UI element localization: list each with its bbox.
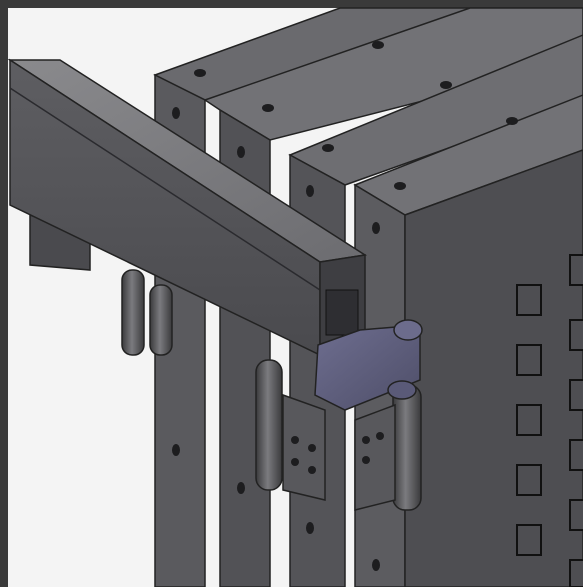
vent-slot xyxy=(516,464,542,496)
side-hole xyxy=(306,522,314,534)
hinge-pin xyxy=(392,384,422,511)
screw-hole xyxy=(372,41,384,49)
hinge-leaf-right xyxy=(354,403,396,511)
front-panel-face xyxy=(404,149,583,587)
hinge-leaf-left xyxy=(282,393,326,501)
vent-slot xyxy=(569,379,583,411)
top-border xyxy=(0,0,583,8)
vent-slot xyxy=(516,344,542,376)
vent-slot xyxy=(569,439,583,471)
screw-hole xyxy=(394,182,406,190)
hinge-leaf-left-holes xyxy=(291,436,316,474)
side-hole xyxy=(237,146,245,158)
screw-hole xyxy=(322,144,334,152)
hinge-knuckle xyxy=(393,319,423,341)
vent-slot xyxy=(569,254,583,286)
hinge-pin xyxy=(255,359,283,491)
screw-hole xyxy=(262,104,274,112)
hinge-pin xyxy=(121,269,145,356)
side-hole xyxy=(237,482,245,494)
screw-hole xyxy=(194,69,206,77)
beam-end-channel xyxy=(325,289,359,336)
leaf-hole xyxy=(376,432,384,440)
leaf-hole xyxy=(362,436,370,444)
vent-slot xyxy=(516,284,542,316)
side-hole xyxy=(172,107,180,119)
screw-hole xyxy=(440,81,452,89)
beam-edge-line xyxy=(9,87,321,291)
side-hole xyxy=(372,559,380,571)
hinge-leaf-right-holes xyxy=(362,432,384,464)
hinge-pins xyxy=(121,269,422,511)
top-screw-holes xyxy=(194,41,518,190)
leaf-hole xyxy=(308,444,316,452)
side-hole xyxy=(372,222,380,234)
leaf-hole xyxy=(362,456,370,464)
vent-slot xyxy=(516,524,542,556)
leaf-hole xyxy=(291,436,299,444)
leaf-hole xyxy=(291,458,299,466)
vent-slot xyxy=(569,499,583,531)
side-hole xyxy=(306,185,314,197)
ventilation-slots xyxy=(516,254,583,587)
left-border xyxy=(0,0,8,587)
vent-slot xyxy=(516,404,542,436)
screw-hole xyxy=(506,117,518,125)
leaf-hole xyxy=(308,466,316,474)
side-hole xyxy=(172,444,180,456)
hinge-pin xyxy=(149,284,173,356)
vent-slot xyxy=(569,319,583,351)
side-holes xyxy=(172,107,380,571)
hinge-knuckle-bottom xyxy=(387,380,417,400)
vent-slot xyxy=(569,559,583,587)
